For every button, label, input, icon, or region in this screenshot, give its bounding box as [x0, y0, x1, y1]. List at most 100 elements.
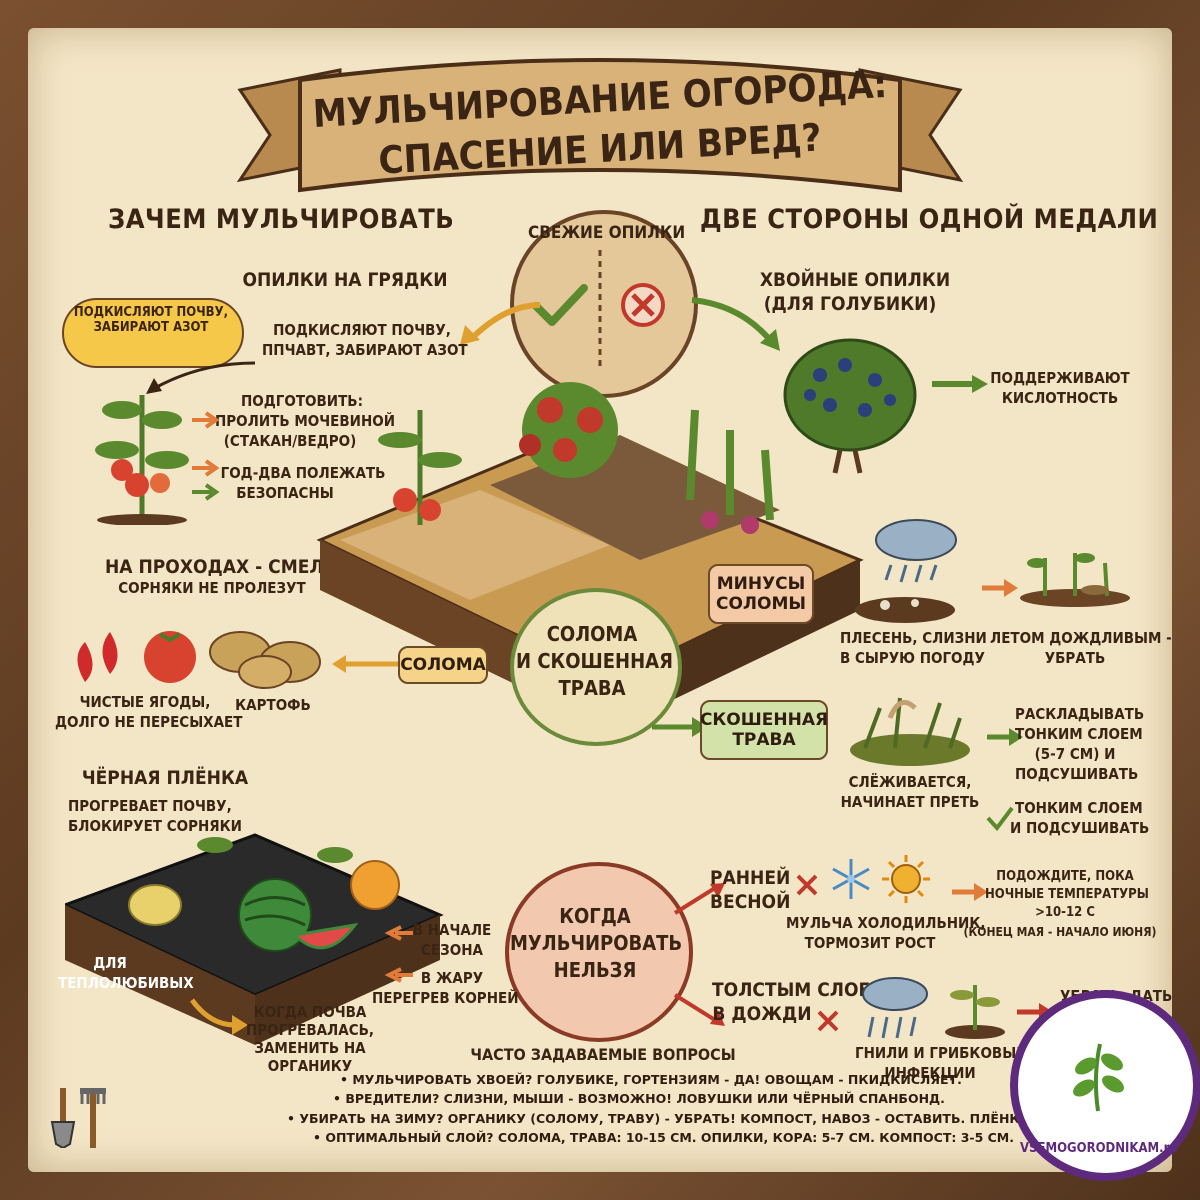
berries-line-1: ЧИСТЫЕ ЯГОДЫ, — [79, 693, 211, 711]
faq-item: • УБИРАТЬ НА ЗИМУ? ОРГАНИКУ (СОЛОМУ, ТРА… — [287, 1110, 1096, 1126]
minus-tag-line-1: МИНУСЫ — [716, 574, 806, 594]
paths-line-2: СОРНЯКИ НЕ ПРОЛЕЗУТ — [118, 579, 306, 597]
arrow-icon — [385, 925, 413, 983]
check-icon — [986, 806, 1014, 832]
grass-fix-3: (5-7 СМ) И — [1034, 745, 1116, 763]
cross-icon — [817, 1010, 839, 1032]
arrow-icon — [673, 883, 725, 915]
mold-line-2: В СЫРУЮ ПОГОДУ — [840, 649, 985, 667]
summer-line-1: ЛЕТОМ ДОЖДЛИВЫМ - — [990, 629, 1172, 647]
straw-circle — [510, 588, 682, 746]
conifer-result-2: КИСЛОТНОСТЬ — [1001, 389, 1119, 407]
moldy-soil-illustration — [855, 597, 955, 623]
never-center-1: КОГДА — [559, 904, 631, 928]
seedlings-slug-illustration — [1020, 553, 1130, 607]
conifer-result-1: ПОДДЕРЖИВАЮТ — [990, 369, 1130, 387]
sawdust-badge-label: СВЕЖИЕ ОПИЛКИ — [528, 223, 686, 243]
grass-tag-line-1: СКОШЕННАЯ — [699, 710, 829, 730]
blueberry-bush-illustration — [783, 338, 917, 474]
rot-line-2: ИНФЕКЦИИ — [884, 1064, 976, 1082]
arrow-icon — [192, 411, 220, 501]
straw-tag: СОЛОМА — [398, 646, 488, 684]
right-header: ДВЕ СТОРОНЫ ОДНОЙ МЕДАЛИ — [700, 204, 1159, 235]
conifer-subtitle: (ДЛЯ ГОЛУБИКИ) — [763, 293, 937, 315]
bubble-acidify — [62, 298, 244, 368]
prep-title: ПОДГОТОВИТЬ: — [241, 392, 363, 410]
faq-item: • МУЛЬЧИРОВАТЬ ХВОЕЙ? ГОЛУБИКЕ, ГОРТЕНЗИ… — [340, 1072, 962, 1087]
arrow-icon — [146, 361, 256, 394]
spring-line-2: ВЕСНОЙ — [710, 891, 791, 913]
heat-line-1: В ЖАРУ — [420, 969, 484, 987]
snowflake-icon — [832, 859, 870, 899]
straw-tag-label: СОЛОМА — [400, 655, 486, 675]
cross-icon — [796, 874, 818, 896]
grass-problem-1: СЛЁЖИВАЕТСЯ, — [848, 773, 972, 791]
arrow-icon — [987, 728, 1023, 746]
grass-ok-1: ТОНКИМ СЛОЕМ — [1015, 799, 1143, 817]
arrow-icon — [190, 998, 248, 1035]
wilted-plant-illustration — [945, 985, 1005, 1039]
bubble-acidify-text: ПОДКИСЛЯЮТ ПОЧВУ, ЗАБИРАЮТ АЗОТ — [73, 305, 229, 335]
left-header: ЗАЧЕМ МУЛЬЧИРОВАТЬ — [108, 204, 455, 235]
paths-line-1: НА ПРОХОДАХ - СМЕЛО — [105, 556, 339, 578]
grass-tag-line-2: ТРАВА — [732, 730, 796, 750]
rake-icon — [80, 1088, 106, 1148]
arrow-icon — [952, 883, 988, 901]
sawdust-note-1: ПОДКИСЛЯЮТ ПОЧВУ, — [273, 321, 451, 339]
wait-line-2: НОЧНЫЕ ТЕМПЕРАТУРЫ — [985, 887, 1149, 902]
wait-line-1: ГОД-ДВА ПОЛЕЖАТЬ — [220, 464, 386, 482]
sawdust-beds-label: ОПИЛКИ НА ГРЯДКИ — [242, 269, 448, 291]
black-film-bed-illustration — [65, 833, 444, 1045]
arrow-icon — [932, 375, 988, 393]
wait-line-2: БЕЗОПАСНЫ — [236, 484, 334, 502]
sun-icon — [882, 855, 930, 903]
leaf-icon — [1073, 1043, 1124, 1112]
sawdust-badge — [510, 210, 698, 398]
wait-line-4: (КОНЕЦ МАЯ - НАЧАЛО ИЮНЯ) — [963, 925, 1157, 939]
grass-problem-2: НАЧИНАЕТ ПРЕТЬ — [840, 793, 980, 811]
shovel-icon — [50, 1088, 76, 1148]
replace-line-4: ОРГАНИКУ — [267, 1057, 353, 1075]
season-line-2: СЕЗОНА — [421, 941, 483, 959]
berries-line-2: ДОЛГО НЕ ПЕРЕСЫХАЕТ — [55, 713, 243, 731]
sawdust-note-2: ППЧАВТ, ЗАБИРАЮТ АЗОТ — [262, 341, 468, 359]
faq-item: • ОПТИМАЛЬНЫЙ СЛОЙ? СОЛОМА, ТРАВА: 10-15… — [313, 1130, 1014, 1146]
grass-fix-1: РАСКЛАДЫВАТЬ — [1015, 705, 1145, 723]
film-desc-1: ПРОГРЕВАЕТ ПОЧВУ, — [68, 797, 232, 815]
replace-line-1: КОГДА ПОЧВА — [253, 1003, 367, 1021]
spring-line-1: РАННЕЙ — [710, 867, 791, 889]
prep-line-2: (СТАКАН/ВЕДРО) — [223, 432, 357, 450]
faq-list: • МУЛЬЧИРОВАТЬ ХВОЕЙ? ГОЛУБИКЕ, ГОРТЕНЗИ… — [287, 1070, 1095, 1148]
arrow-icon — [673, 993, 725, 1026]
conifer-title: ХВОЙНЫЕ ОПИЛКИ — [759, 269, 951, 291]
mold-line-1: ПЛЕСЕНЬ, СЛИЗНИ — [840, 629, 987, 647]
replace-line-2: ПРОГРЕВАЛАСЬ, — [245, 1021, 375, 1039]
arrow-icon — [460, 302, 541, 345]
arrow-icon — [332, 655, 408, 673]
faq-item: • ВРЕДИТЕЛИ? СЛИЗНИ, МЫШИ - ВОЗМОЖНО! ЛО… — [333, 1091, 945, 1107]
grass-pile-illustration — [850, 697, 970, 766]
film-title: ЧЁРНАЯ ПЛЁНКА — [81, 767, 249, 789]
cross-icon — [621, 283, 665, 327]
heat-line-2: ПЕРЕГРЕВ КОРНЕЙ — [372, 989, 519, 1007]
arrow-icon — [982, 579, 1018, 597]
never-circle — [505, 862, 693, 1042]
film-desc-2: БЛОКИРУЕТ СОРНЯКИ — [68, 817, 242, 835]
grass-ok-2: И ПОДСУШИВАТЬ — [1010, 819, 1150, 837]
minus-tag-line-2: СОЛОМЫ — [715, 594, 807, 614]
arrow-icon — [691, 297, 780, 351]
warm-line-2: ТЕПЛОЛЮБИВЫХ — [58, 974, 194, 992]
warm-line-1: ДЛЯ — [93, 954, 127, 972]
rot-line-1: ГНИЛИ И ГРИБКОВЫЕ — [855, 1044, 1026, 1062]
rain-cloud-icon — [862, 977, 928, 1039]
never-center-2: МУЛЬЧИРОВАТЬ — [510, 931, 683, 955]
replace-line-3: ЗАМЕНИТЬ НА — [254, 1039, 366, 1057]
grass-fix-4: ПОДСУШИВАТЬ — [1015, 765, 1139, 783]
straw-center-1: СОЛОМА — [546, 622, 638, 646]
wait-line-3: >10-12 С — [1035, 905, 1095, 920]
straw-center-3: ТРАВА — [558, 676, 626, 700]
watermark-text: VSEMOGORODNIKAM.ru — [1020, 1141, 1178, 1156]
